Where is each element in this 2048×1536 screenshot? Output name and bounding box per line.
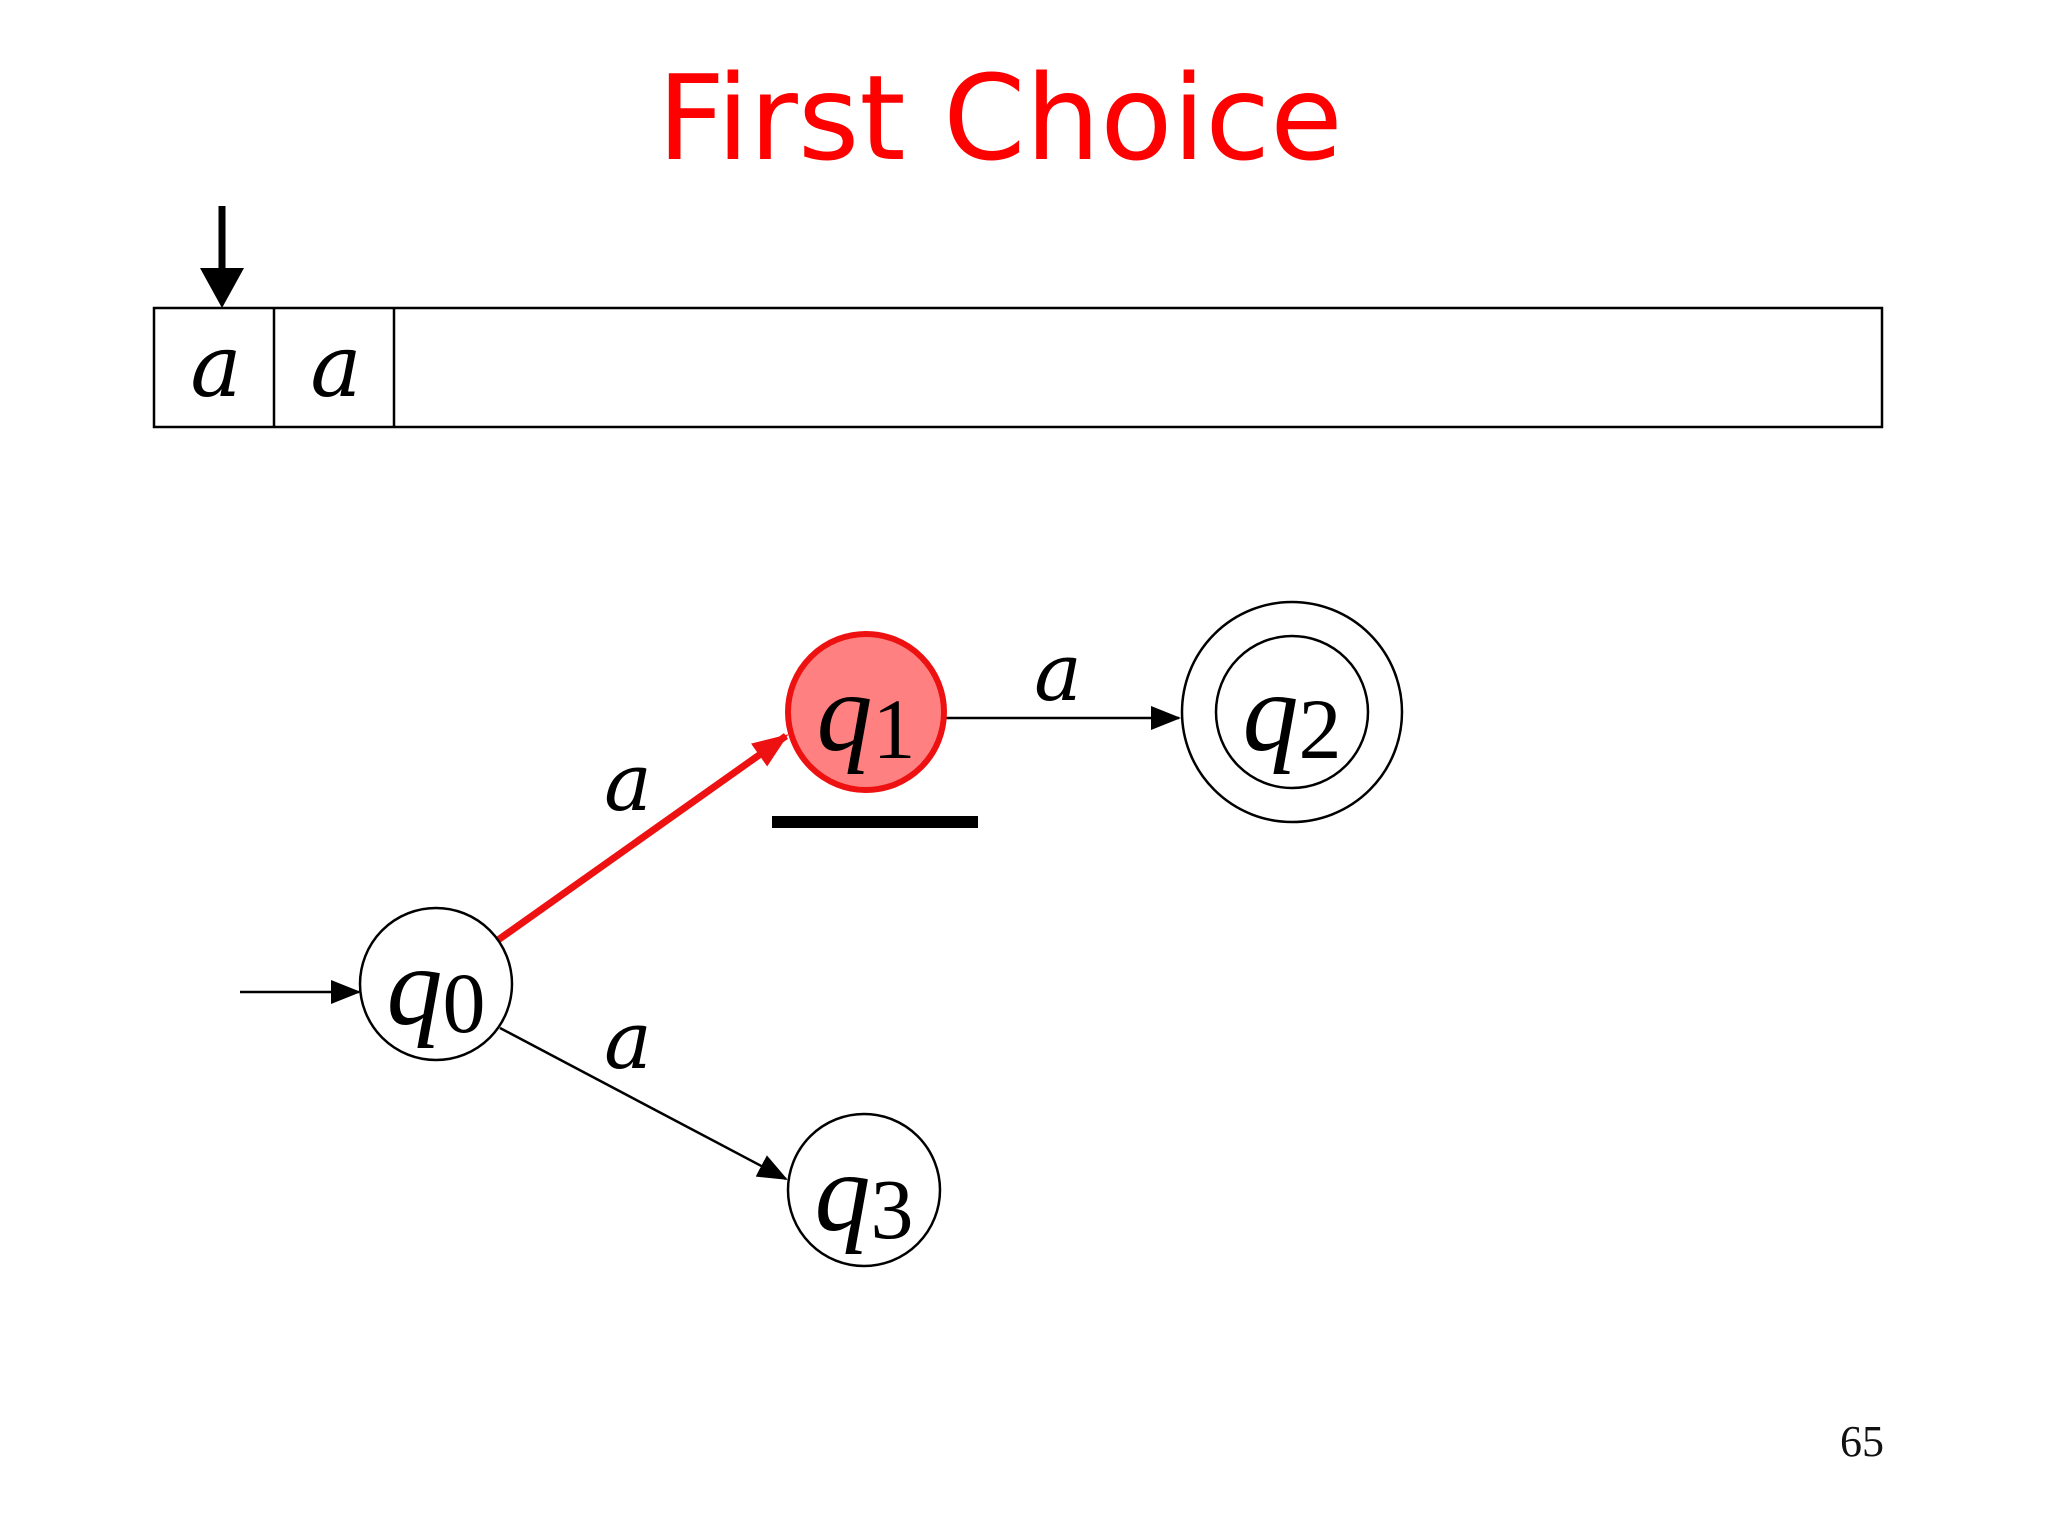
slide-title: First Choice — [657, 49, 1343, 187]
state-label: q0 — [387, 925, 486, 1051]
state-q1: q1 — [785, 631, 947, 793]
state-q2: q2 — [1180, 600, 1404, 824]
state-q0: q0 — [358, 906, 514, 1062]
tape-border — [152, 306, 1884, 429]
tape-cell-symbol: a — [310, 317, 361, 417]
transition-q0-q1 — [495, 733, 789, 943]
tape-cell-symbol: a — [190, 317, 241, 417]
state-label: q2 — [1243, 651, 1342, 777]
state-circle-inner — [1214, 634, 1370, 790]
input-tape: a a — [152, 306, 1884, 429]
state-label: q3 — [815, 1131, 914, 1257]
state-q3: q3 — [786, 1112, 942, 1268]
transition-label-q0-q1: a — [604, 736, 652, 829]
tape-head-arrow — [200, 206, 244, 308]
state-label: q1 — [817, 651, 916, 777]
state-circle — [358, 906, 514, 1062]
current-state-underline — [772, 816, 978, 828]
page-number: 65 — [1840, 1417, 1884, 1466]
transition-label-q0-q3: a — [604, 994, 652, 1087]
state-circle — [786, 1112, 942, 1268]
transition-q0-q3 — [499, 1026, 788, 1181]
state-circle-highlighted — [785, 631, 947, 793]
transition-label-q1-q2: a — [1034, 626, 1082, 719]
